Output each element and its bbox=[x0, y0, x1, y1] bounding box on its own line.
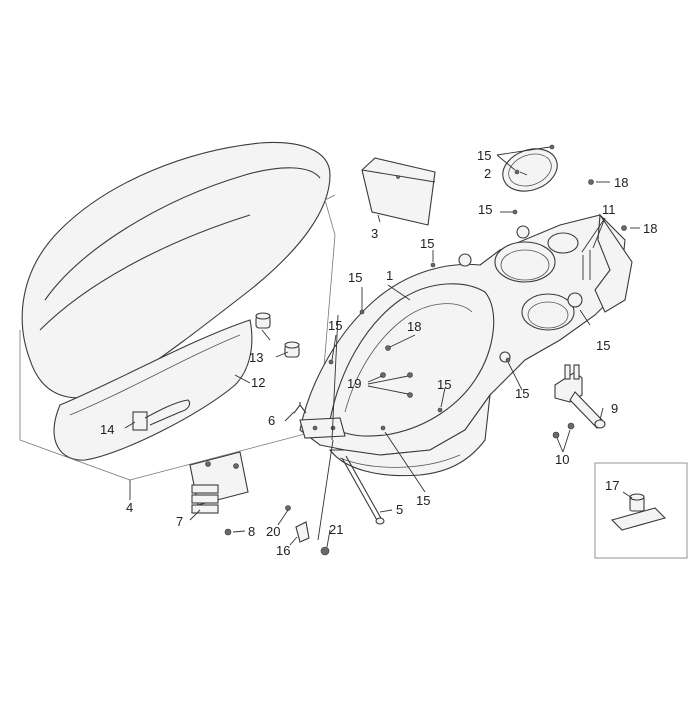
callout-9: 9 bbox=[611, 401, 618, 416]
callout-15: 15 bbox=[437, 377, 451, 392]
callout-3: 3 bbox=[371, 226, 378, 241]
callout-2: 2 bbox=[484, 166, 491, 181]
callout-11: 11 bbox=[602, 202, 616, 217]
callout-7: 7 bbox=[176, 514, 183, 529]
callout-17: 17 bbox=[605, 478, 619, 493]
screws-10 bbox=[552, 422, 575, 439]
callout-15: 15 bbox=[477, 148, 491, 163]
callout-15: 15 bbox=[515, 386, 529, 401]
callout-12: 12 bbox=[251, 375, 265, 390]
leader-lines bbox=[124, 146, 640, 548]
callout-10: 10 bbox=[555, 452, 569, 467]
callout-15: 15 bbox=[348, 270, 362, 285]
helmet-compartment bbox=[299, 213, 633, 477]
callout-18: 18 bbox=[407, 319, 421, 334]
inset-box bbox=[594, 462, 688, 559]
inspection-cover bbox=[502, 148, 558, 192]
callout-20: 20 bbox=[266, 524, 280, 539]
nut-21 bbox=[320, 546, 330, 556]
callout-1: 1 bbox=[386, 268, 393, 283]
seat bbox=[21, 141, 331, 461]
clip-16 bbox=[295, 521, 310, 543]
seat-latch-hook bbox=[132, 399, 191, 431]
callout-8: 8 bbox=[248, 524, 255, 539]
callout-15: 15 bbox=[596, 338, 610, 353]
part-17 bbox=[610, 493, 667, 531]
callout-21: 21 bbox=[329, 522, 343, 537]
callout-14: 14 bbox=[100, 422, 114, 437]
support-bracket bbox=[554, 364, 606, 429]
callout-16: 16 bbox=[276, 543, 290, 558]
screw-8 bbox=[224, 528, 232, 536]
pin-6 bbox=[293, 402, 307, 414]
callout-19: 19 bbox=[347, 376, 361, 391]
callout-labels: 15 2 18 15 11 18 3 15 15 1 15 18 15 13 1… bbox=[100, 148, 657, 558]
screws-misc bbox=[328, 144, 627, 431]
screw-20 bbox=[285, 505, 291, 511]
document-pouch bbox=[361, 157, 436, 226]
latch-plate bbox=[189, 451, 249, 514]
callout-15: 15 bbox=[420, 236, 434, 251]
callout-18: 18 bbox=[614, 175, 628, 190]
callout-15: 15 bbox=[478, 202, 492, 217]
callout-15: 15 bbox=[416, 493, 430, 508]
callout-6: 6 bbox=[268, 413, 275, 428]
callout-5: 5 bbox=[396, 502, 403, 517]
rubber-buffers bbox=[255, 312, 300, 358]
callout-15: 15 bbox=[328, 318, 342, 333]
callout-13: 13 bbox=[249, 350, 263, 365]
long-rod bbox=[341, 455, 385, 525]
callout-18: 18 bbox=[643, 221, 657, 236]
callout-4: 4 bbox=[126, 500, 133, 515]
seat-frame-lines bbox=[19, 194, 336, 481]
